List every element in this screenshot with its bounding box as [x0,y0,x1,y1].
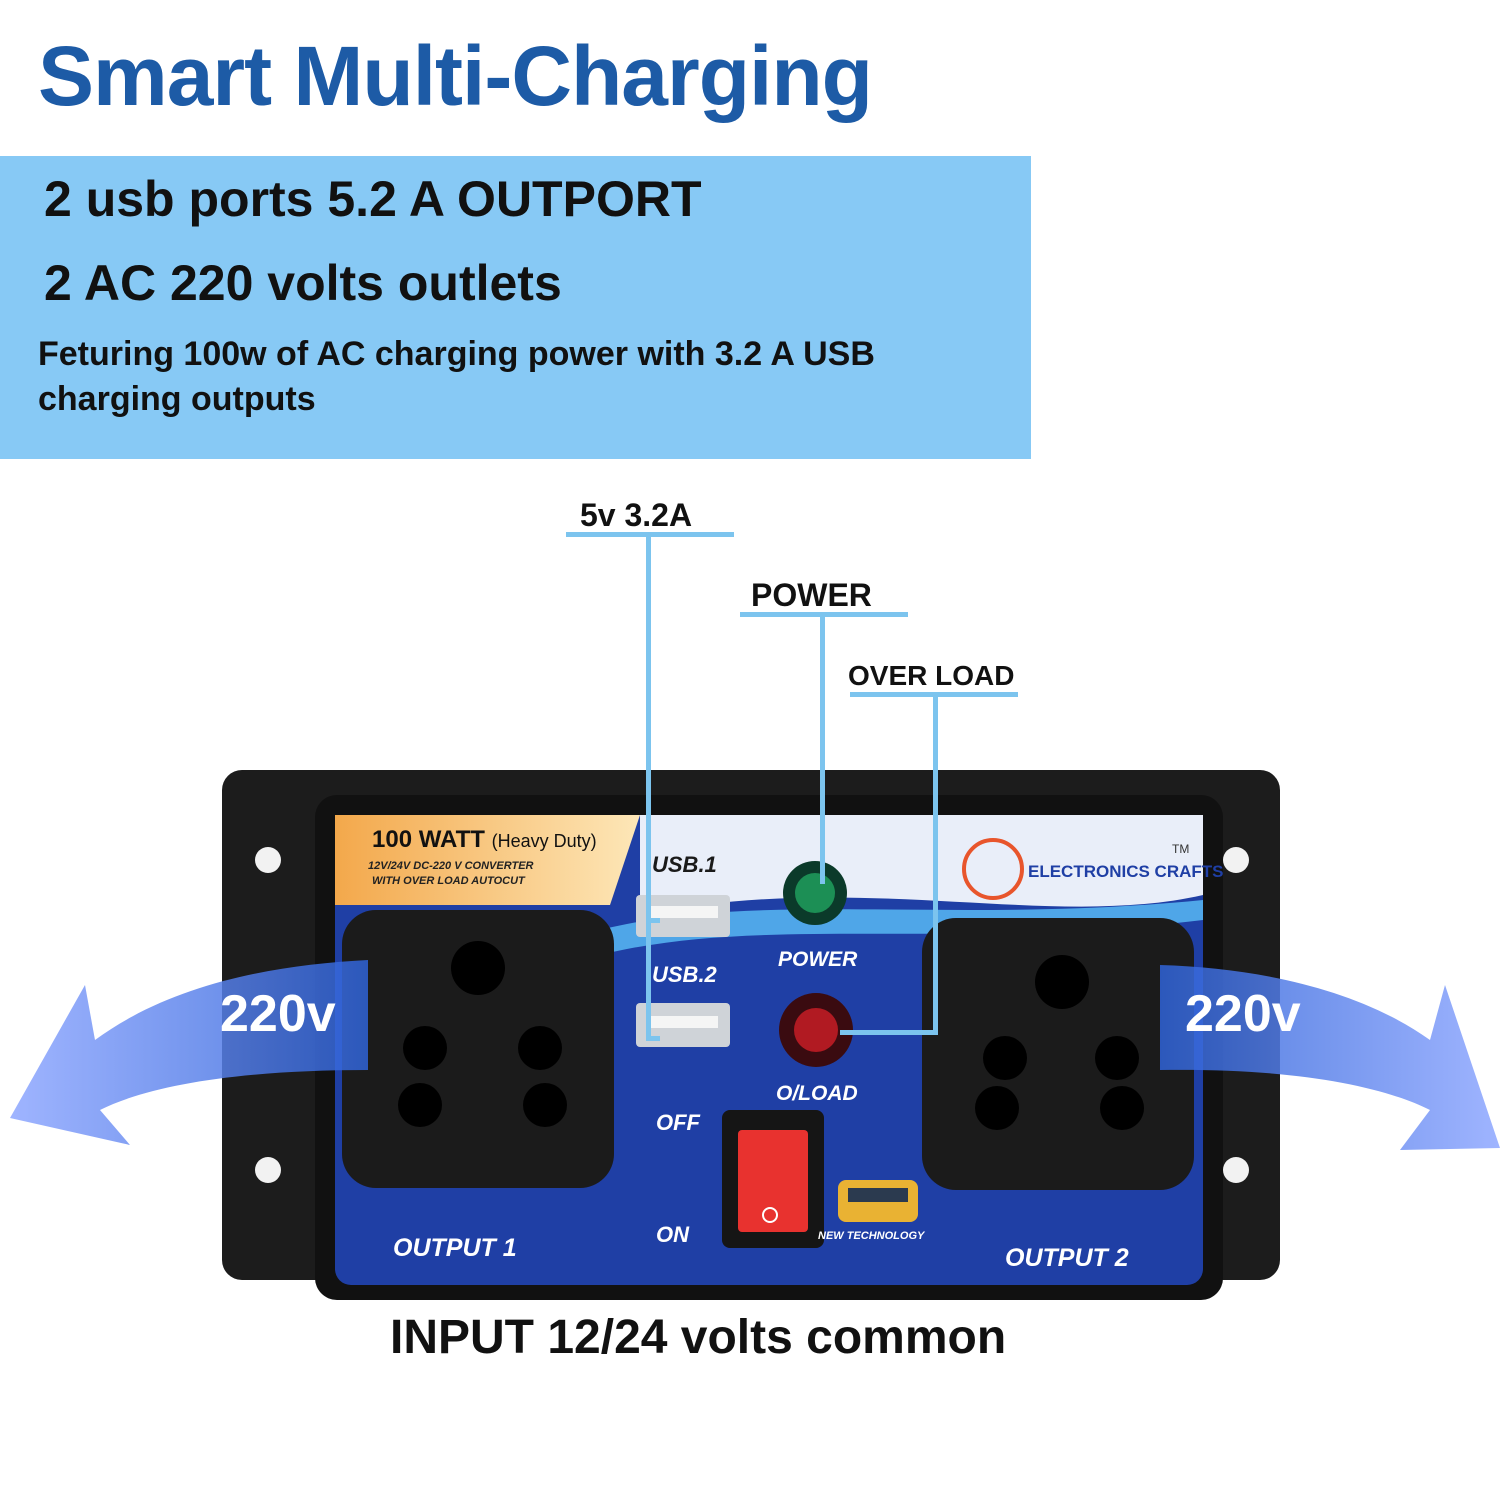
overload-callout-label: OVER LOAD [848,660,1015,691]
overload-callout-leader [933,694,938,1034]
usb-callout-leader [646,534,651,924]
power-callout-leader [820,614,825,884]
left-voltage-label: 220v [220,985,336,1043]
rating-value: 100 WATT [372,826,485,853]
brand-name: ELECTRONICS CRAFTS [1028,862,1224,881]
usb-port-1 [636,895,730,937]
brand-logo-icon [962,838,1024,900]
right-output-arrow [1160,965,1500,1150]
usb-callout-leader-2 [646,920,651,1040]
usb-callout-tick [646,918,660,923]
usb2-label: USB.2 [652,962,717,987]
power-callout-label: POWER [751,577,872,613]
power-switch [722,1110,824,1248]
overload-callout-tick [840,1030,938,1035]
converter-line-2: WITH OVER LOAD AUTOCUT [372,875,525,887]
usb-callout-tick-2 [646,1036,660,1041]
overload-indicator [779,993,853,1067]
rating-note: (Heavy Duty) [491,831,597,851]
power-indicator [783,861,847,925]
converter-line-1: 12V/24V DC-220 V CONVERTER [368,860,534,872]
ac-socket-output-2 [922,918,1194,1190]
usb1-label: USB.1 [652,852,717,877]
power-panel-label: POWER [778,948,858,971]
brand-trademark: TM [1172,842,1190,856]
rating-label: 100 WATT (Heavy Duty) [372,826,597,854]
technology-label: NEW TECHNOLOGY [818,1230,925,1242]
switch-on-label: ON [656,1222,689,1247]
left-output-arrow [10,960,368,1145]
feature-banner [0,156,1031,459]
output1-label: OUTPUT 1 [393,1234,517,1262]
output2-label: OUTPUT 2 [1005,1244,1129,1272]
bus-badge [838,1180,918,1222]
right-voltage-label: 220v [1185,985,1301,1043]
switch-off-label: OFF [656,1110,700,1135]
page-title: Smart Multi-Charging [38,29,873,123]
ac-socket-output-1 [342,910,614,1188]
feature-description: Feturing 100w of AC charging power with … [38,335,875,418]
usb-callout-label: 5v 3.2A [580,497,693,533]
input-voltage-caption: INPUT 12/24 volts common [390,1311,1007,1364]
overload-panel-label: O/LOAD [776,1082,858,1105]
feature-usb-ports: 2 usb ports 5.2 A OUTPORT [44,171,702,227]
feature-ac-outlets: 2 AC 220 volts outlets [44,255,562,311]
